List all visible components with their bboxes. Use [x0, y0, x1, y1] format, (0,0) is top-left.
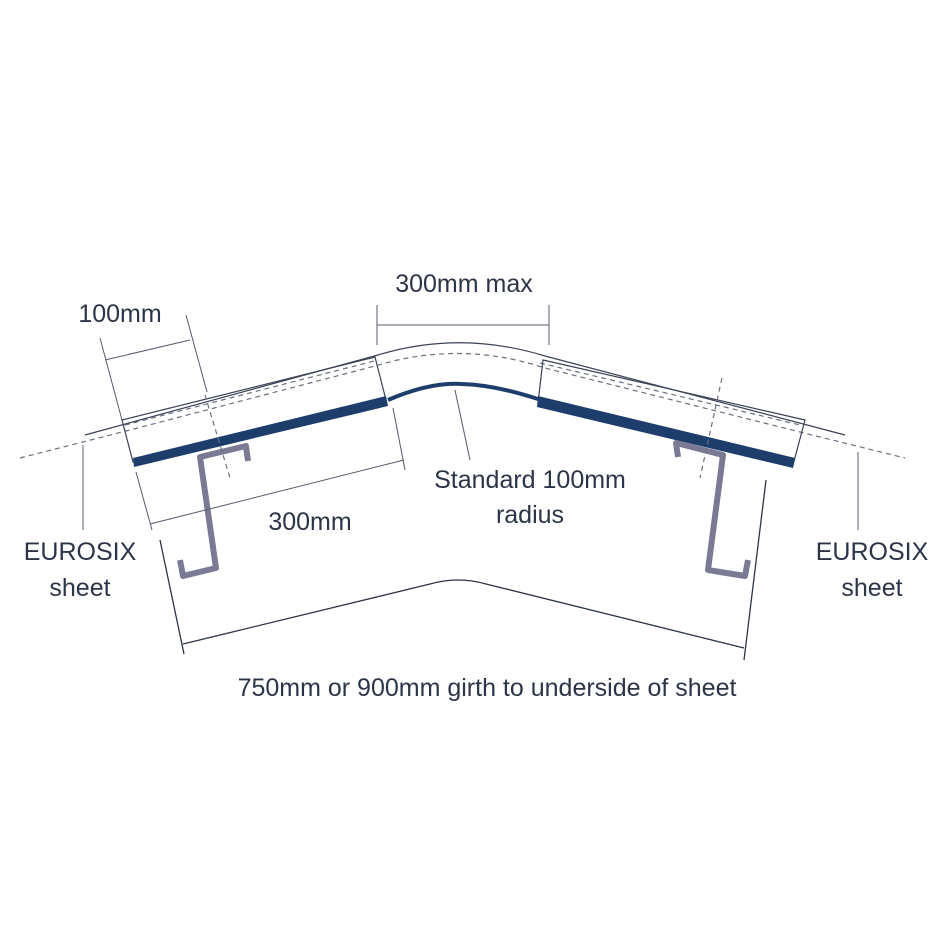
label-100mm: 100mm	[78, 300, 161, 328]
girth-ext-lines	[159, 479, 767, 661]
right-purlin	[673, 440, 751, 579]
right-sheet-label-2: sheet	[841, 574, 902, 602]
sheet-profile-dashed	[19, 352, 906, 459]
sheet-inner-dashed	[124, 359, 801, 426]
label-radius-2: radius	[496, 501, 564, 529]
dim-100mm	[99, 314, 208, 421]
label-300mm: 300mm	[268, 508, 351, 536]
flashing-left	[133, 396, 388, 467]
left-purlin	[177, 443, 251, 579]
label-girth: 750mm or 900mm girth to underside of she…	[238, 674, 737, 702]
left-sheet-label-2: sheet	[49, 574, 110, 602]
dim-300mm-max	[376, 305, 550, 345]
purlin-centre-dashed	[204, 377, 723, 479]
flashing-right	[537, 396, 795, 468]
outer-flashing-line	[84, 342, 846, 436]
left-sheet-label-1: EUROSIX	[24, 538, 137, 566]
label-300mm-max: 300mm max	[395, 270, 533, 298]
label-radius-1: Standard 100mm	[434, 466, 626, 494]
girth-dimension-curve	[182, 579, 745, 649]
flashing-curve	[387, 381, 539, 402]
right-sheet-label-1: EUROSIX	[816, 538, 929, 566]
radius-leader	[454, 389, 471, 461]
dim-300mm	[135, 407, 406, 531]
